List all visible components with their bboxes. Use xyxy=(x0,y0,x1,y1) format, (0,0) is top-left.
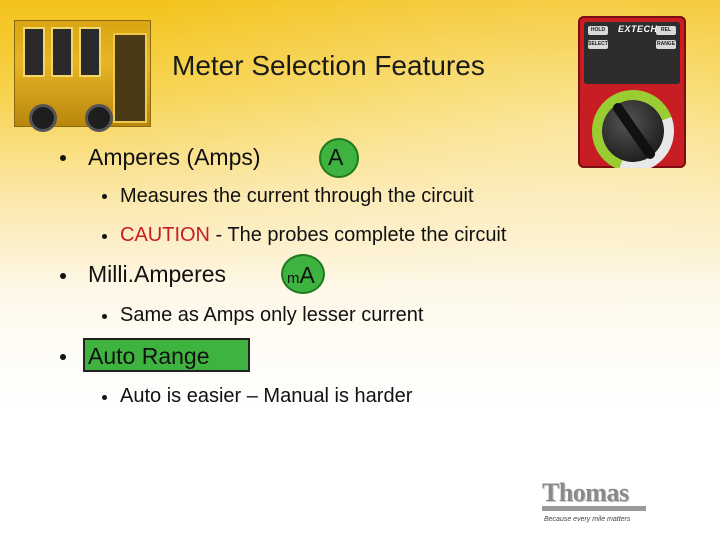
multimeter-photo: EXTECH HOLD REL SELECT RANGE xyxy=(578,16,686,168)
bullet-milliamperes: Milli.Amperes xyxy=(88,261,227,287)
sub-bullet-measures: Measures the current through the circuit xyxy=(120,185,474,207)
logo-tagline: Because every mile matters xyxy=(544,516,631,523)
school-bus-photo xyxy=(14,20,151,132)
bus-door xyxy=(113,33,147,123)
caution-word: CAUTION xyxy=(120,224,210,246)
bullet-amperes: Amperes (Amps) xyxy=(88,144,261,170)
sub-bullet-same-as-amps: Same as Amps only lesser current xyxy=(120,304,424,326)
bullet-auto-range: Auto Range xyxy=(88,343,210,369)
bus-wheel xyxy=(29,104,57,132)
amps-symbol: A xyxy=(328,144,344,170)
milliamps-prefix: m xyxy=(287,270,300,287)
bus-window xyxy=(23,27,45,77)
meter-key-rel: REL xyxy=(656,26,676,35)
sub-bullet-dot xyxy=(102,314,107,319)
milliamps-symbol-circle xyxy=(281,254,325,294)
bus-window xyxy=(79,27,101,77)
slide-title: Meter Selection Features xyxy=(172,50,485,81)
bullet-dot xyxy=(60,354,66,360)
sub-bullet-dot xyxy=(102,395,107,400)
meter-brand: EXTECH xyxy=(618,24,658,34)
bullet-dot xyxy=(60,273,66,279)
milliamps-symbol: mA xyxy=(287,262,315,289)
meter-panel: EXTECH HOLD REL SELECT RANGE xyxy=(584,22,680,84)
meter-key-hold: HOLD xyxy=(588,26,608,35)
meter-key-select: SELECT xyxy=(588,40,608,49)
caution-text: - The probes complete the circuit xyxy=(210,224,507,246)
sub-bullet-dot xyxy=(102,234,107,239)
sub-bullet-caution: CAUTION - The probes complete the circui… xyxy=(120,224,506,247)
milliamps-unit: A xyxy=(299,262,315,288)
amps-symbol-circle xyxy=(319,138,359,178)
sub-bullet-dot xyxy=(102,194,107,199)
bullet-dot xyxy=(60,155,66,161)
logo-bar xyxy=(542,506,646,511)
logo-name: Thomas xyxy=(542,478,629,507)
bus-wheel xyxy=(85,104,113,132)
meter-key-range: RANGE xyxy=(656,40,676,49)
bus-window xyxy=(51,27,73,77)
thomas-logo: Thomas Because every mile matters xyxy=(528,472,658,532)
auto-range-highlight xyxy=(83,338,250,372)
sub-bullet-auto-easier: Auto is easier – Manual is harder xyxy=(120,385,413,407)
